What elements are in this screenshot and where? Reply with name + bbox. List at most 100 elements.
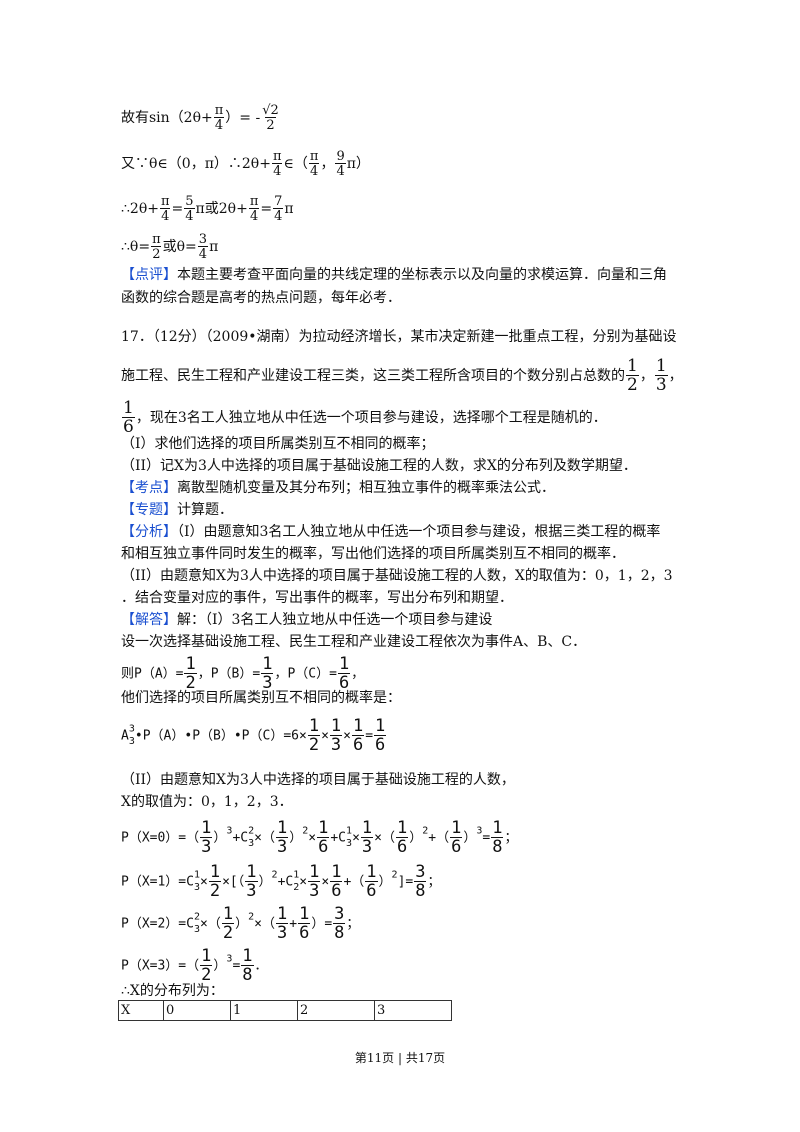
table-cell: 0 bbox=[163, 1000, 231, 1021]
text: ） bbox=[213, 830, 227, 846]
num: 9 bbox=[336, 149, 345, 164]
text: 1 bbox=[193, 869, 200, 881]
text: × bbox=[352, 830, 360, 846]
text: 3 bbox=[128, 735, 135, 747]
text: × bbox=[308, 830, 317, 846]
num: 1 bbox=[185, 654, 196, 674]
num: 1 bbox=[451, 818, 462, 838]
jieda-line-1: 【解答】解：（I）3名工人独立地从中任选一个项目参与建设 bbox=[121, 611, 492, 629]
text: = bbox=[260, 201, 273, 217]
fenxi-line-3: （II）由题意知X为3人中选择的项目属于基础设施工程的人数，X的取值为：0，1，… bbox=[121, 567, 673, 585]
fenxi-line-2: 和相互独立事件同时发生的概率，写出他们选择的项目所属类别互不相同的概率． bbox=[121, 545, 625, 563]
text: P（X=1）=C bbox=[121, 874, 194, 890]
num: 1 bbox=[262, 654, 273, 674]
text: × bbox=[321, 874, 330, 890]
table-cell: 1 bbox=[230, 1000, 298, 1021]
text: 2 bbox=[302, 825, 309, 837]
text: ×（ bbox=[200, 916, 221, 932]
table-cell: X bbox=[118, 1000, 164, 1021]
text: 他们选择的项目所属类别互不相同的概率是： bbox=[121, 690, 401, 706]
table-row: X 0 1 2 3 bbox=[118, 1000, 452, 1021]
den: 3 bbox=[275, 923, 289, 943]
num: π bbox=[309, 149, 319, 164]
review-text: 函数的综合题是高考的热点问题，每年必考． bbox=[121, 290, 401, 306]
table-cell: 2 bbox=[297, 1000, 375, 1021]
den: 2 bbox=[265, 117, 276, 133]
num: 1 bbox=[396, 818, 408, 838]
text: × bbox=[299, 874, 308, 890]
text: ×（ bbox=[254, 916, 275, 932]
text: ； bbox=[504, 830, 518, 846]
num: 1 bbox=[361, 818, 373, 838]
text: ， bbox=[320, 156, 335, 172]
text: A bbox=[121, 728, 129, 744]
den: 2 bbox=[307, 735, 321, 755]
q17-line-1: 17．（12分）（2009•湖南）为拉动经济增长，某市决定新建一批重点工程，分别… bbox=[121, 328, 677, 346]
den: 4 bbox=[160, 208, 171, 224]
text: 设一次选择基础设施工程、民生工程和产业建设工程依次为事件A、B、C． bbox=[121, 634, 587, 650]
text: （I）由题意知3名工人独立地从中任选一个项目参与建设，根据三类工程的概率 bbox=[177, 524, 661, 540]
text: 1 bbox=[293, 869, 300, 881]
text: × bbox=[200, 874, 208, 890]
num: 1 bbox=[366, 862, 377, 882]
den: 6 bbox=[298, 923, 311, 943]
num: 1 bbox=[276, 904, 288, 924]
den: 6 bbox=[122, 417, 135, 437]
text: 3 bbox=[128, 723, 135, 735]
text: +C bbox=[277, 874, 294, 890]
text: P（X=3）=（ bbox=[121, 958, 200, 974]
num: 5 bbox=[185, 194, 194, 209]
num: 3 bbox=[334, 904, 345, 924]
den: 2 bbox=[626, 375, 639, 395]
text: ，P（B）= bbox=[197, 666, 261, 682]
text: 则P（A）= bbox=[121, 666, 184, 682]
den: 6 bbox=[450, 837, 463, 857]
text: ×（ bbox=[254, 830, 275, 846]
text: 3 bbox=[226, 825, 233, 837]
den: 8 bbox=[241, 965, 254, 985]
review-line-2: 函数的综合题是高考的热点问题，每年必考． bbox=[121, 289, 401, 307]
text: + bbox=[289, 916, 298, 932]
text: ） bbox=[355, 156, 370, 172]
text: 或θ= bbox=[162, 239, 197, 255]
text: 解：（I）3名工人独立地从中任选一个项目参与建设 bbox=[177, 612, 493, 628]
den: 2 bbox=[208, 881, 222, 901]
text: = bbox=[482, 830, 491, 846]
text: ，P（C）= bbox=[274, 666, 337, 682]
num: 1 bbox=[375, 716, 386, 736]
text: ） bbox=[213, 958, 227, 974]
num: π bbox=[152, 232, 161, 247]
den: 2 bbox=[151, 246, 162, 262]
den: 6 bbox=[365, 881, 378, 901]
num: 1 bbox=[492, 818, 503, 838]
q17-part-2: （II）记X为3人中选择的项目属于基础设施工程的人数，求X的分布列及数学期望． bbox=[121, 457, 637, 475]
text: ∴θ= bbox=[121, 239, 151, 255]
text: 故有sin（2θ+ bbox=[121, 110, 213, 126]
den: 3 bbox=[245, 881, 258, 901]
text: = bbox=[365, 728, 374, 744]
num: 1 bbox=[318, 818, 329, 838]
num: π bbox=[160, 194, 170, 209]
text: P（X=2）=C bbox=[121, 916, 194, 932]
text: ， bbox=[639, 368, 654, 384]
den: 4 bbox=[272, 163, 283, 179]
